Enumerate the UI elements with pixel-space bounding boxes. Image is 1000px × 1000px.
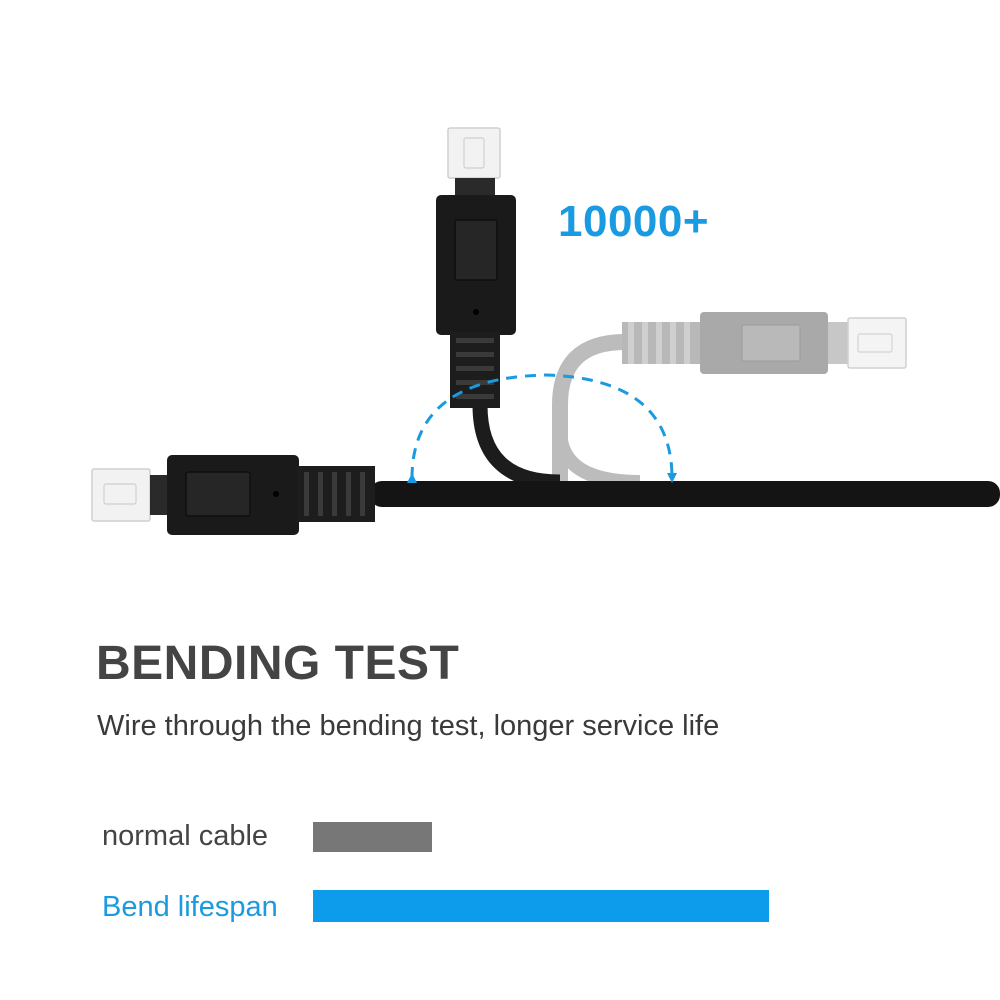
bend-lifespan-label: Bend lifespan [102,891,278,923]
bent-cable-ghost [552,312,907,490]
page-title: BENDING TEST [96,637,460,690]
normal-cable-label: normal cable [102,820,269,852]
subtitle-text: Wire through the bending test, longer se… [97,710,720,742]
normal-cable-bar [313,822,432,852]
bend-lifespan-bar [313,890,769,922]
mini-usb-connector-icon [91,455,375,535]
dashed-bend-arrow-icon [406,373,677,484]
bend-count-label: 10000+ [558,197,710,246]
curved-cable [472,404,561,490]
cable-bending-illustration [91,127,1000,535]
horizontal-cable [370,481,1000,507]
mini-usb-connector-icon [436,127,516,408]
